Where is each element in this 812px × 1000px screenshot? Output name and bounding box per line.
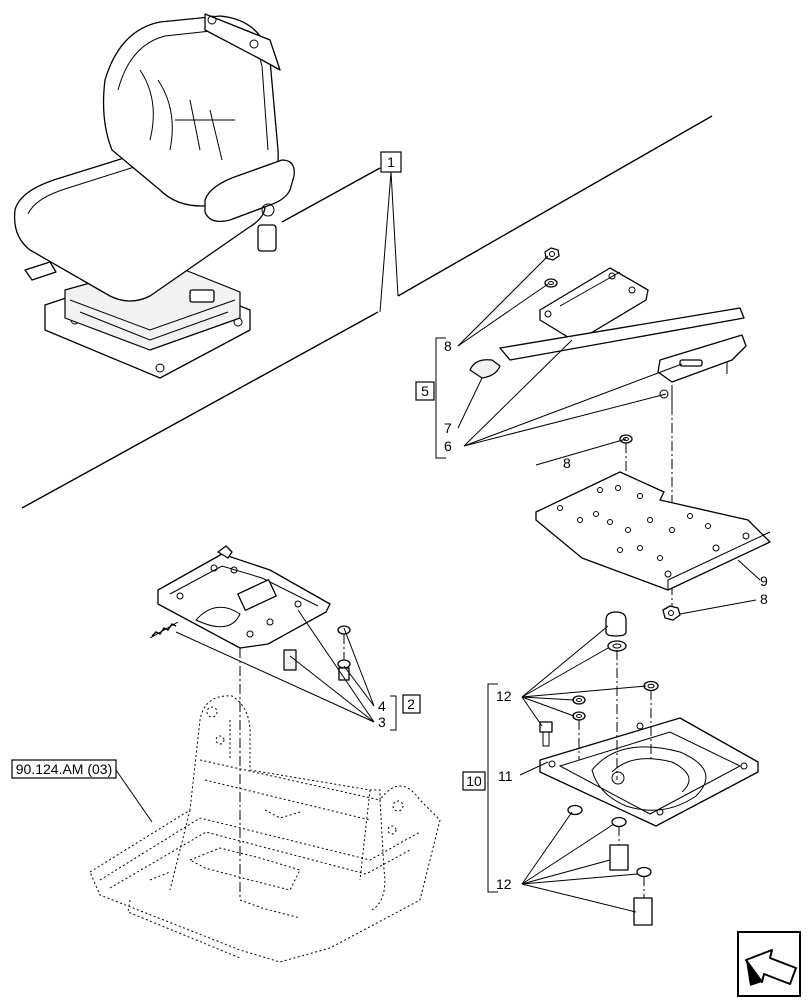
label-11: 11	[498, 768, 513, 784]
callout-1: 1	[380, 151, 402, 173]
label-5: 5	[421, 383, 429, 399]
label-9: 9	[760, 573, 768, 589]
slide-rail-group	[469, 247, 747, 612]
bracket-10: 10	[462, 683, 498, 893]
leaders-lower	[519, 625, 647, 913]
label-4: 4	[378, 698, 386, 714]
label-3: 3	[378, 714, 386, 730]
bracket-5: 5	[415, 337, 446, 459]
reference-callout: 90.124.AM (03)	[11, 759, 153, 823]
label-8-top: 8	[444, 338, 452, 354]
upper-frame-group	[149, 545, 351, 900]
section-boundary-lines	[21, 115, 713, 509]
reference-label: 90.124.AM (03)	[16, 761, 113, 777]
leaders-upper	[457, 255, 683, 447]
label-6: 6	[444, 438, 452, 454]
next-page-arrow-icon[interactable]	[737, 931, 801, 997]
label-7: 7	[444, 420, 452, 436]
label-10: 10	[466, 773, 482, 789]
label-8-mid: 8	[563, 455, 571, 471]
label-2: 2	[407, 696, 415, 712]
seat-assembly	[13, 13, 295, 379]
reference-frame-dotted	[89, 695, 441, 963]
label-1: 1	[387, 154, 395, 170]
mounting-plate-9	[535, 434, 771, 621]
leaders-mid-left	[175, 609, 397, 731]
label-12-top: 12	[496, 688, 512, 704]
swivel-plate-group	[539, 611, 759, 926]
label-8-low: 8	[760, 591, 768, 607]
label-12-bottom: 12	[496, 876, 512, 892]
callout-2: 2	[402, 694, 421, 714]
